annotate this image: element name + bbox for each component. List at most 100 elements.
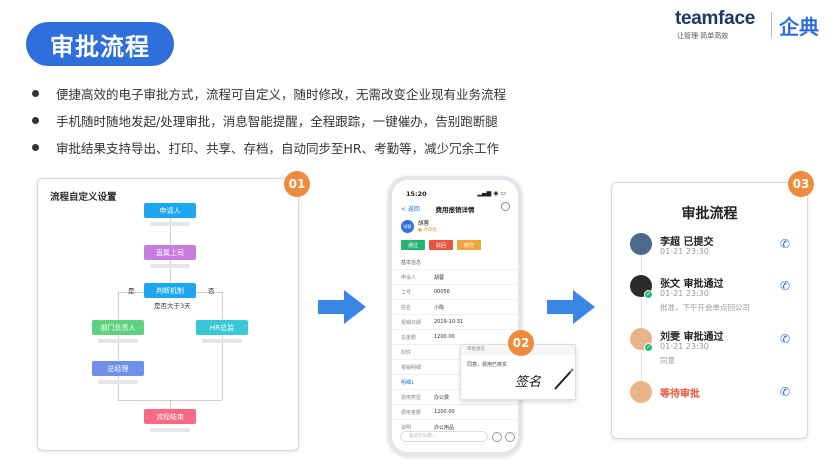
avatar <box>630 233 652 255</box>
phone-icon[interactable]: ✆ <box>780 279 791 293</box>
flow-node-end[interactable]: 流程结束 <box>144 409 196 424</box>
step-name: 李超 已提交 <box>660 237 714 248</box>
feature-text: 便捷高效的电子审批方式，流程可自定义，随时修改，无需改变企业现有业务流程 <box>56 87 507 102</box>
flow-node-manager[interactable]: 直属上司 <box>144 245 196 260</box>
flow-node-decision[interactable]: 判断机制 <box>144 283 196 298</box>
step-time: 01-21 23:30 <box>660 342 709 351</box>
more-icon[interactable] <box>501 202 510 211</box>
brand-logo: teamface 让管理·简单高效 企典 <box>675 8 830 42</box>
signature-comment: 同意，费用已核实 <box>467 362 508 368</box>
feature-text: 审批结果支持导出、打印、共享、存档，自动同步至HR、考勤等，减少冗余工作 <box>56 141 500 156</box>
detail-row: 申请人胡蓉 <box>392 269 518 284</box>
timeline-title: 审批流程 <box>681 206 738 222</box>
bullet-dot-icon <box>32 144 39 151</box>
timeline-step: ✓ 刘雯 审批通过 01-21 23:30 同意 ✆ <box>630 328 800 368</box>
step-badge-01: 01 <box>284 171 310 197</box>
flow-condition-label: 是否大于3天 <box>154 302 191 310</box>
placeholder-bar <box>150 264 190 268</box>
flow-connector <box>118 292 119 320</box>
reject-button[interactable]: 驳回 <box>429 240 453 250</box>
step-name-pending: 等待审批 <box>660 389 700 400</box>
flow-node-dept-head[interactable]: 部门负责人 <box>92 320 144 335</box>
timeline-step: ✓ 张文 审批通过 01-21 23:30 批准，下午开会单点回公司 ✆ <box>630 275 800 315</box>
phone-mockup: 15:20 ▂▄▆ ◉ ▭ < 返回 费用报销详情 胡蓉 胡蓉 ● 待审批 通过… <box>388 176 522 456</box>
arrow-right-icon <box>547 290 595 324</box>
feature-text: 手机随时随地发起/处理审批，消息智能提醒，全程跟踪，一键催办，告别跑断腿 <box>56 114 498 129</box>
section-title: 基本信息 <box>401 260 422 266</box>
timeline-line <box>641 255 642 387</box>
bullet-dot-icon <box>32 117 39 124</box>
bullet-dot-icon <box>32 90 39 97</box>
flow-connector <box>222 292 223 320</box>
flow-node-gm[interactable]: 总经理 <box>92 361 144 376</box>
feature-list: 便捷高效的电子审批方式，流程可自定义，随时修改，无需改变企业现有业务流程 手机随… <box>32 80 506 161</box>
phone-icon[interactable]: ✆ <box>780 332 791 346</box>
flow-connector <box>222 335 223 400</box>
step-note: 同意 <box>660 356 675 365</box>
step-time: 01-21 23:30 <box>660 247 709 256</box>
approved-check-icon: ✓ <box>644 343 653 352</box>
flow-connector <box>170 260 171 285</box>
step-name: 张文 审批通过 <box>660 279 724 290</box>
phone-title: 费用报销详情 <box>435 206 475 214</box>
signature-scribble: 签名 <box>515 375 542 390</box>
logo-text-cn: 企典 <box>779 15 819 39</box>
flow-yes-label: 是 <box>128 287 135 295</box>
flow-node-hr[interactable]: HR总监 <box>196 320 248 335</box>
step-badge-03: 03 <box>788 171 814 197</box>
detail-row: 附件 <box>392 344 518 359</box>
applicant-name: 胡蓉 <box>418 221 430 227</box>
flow-designer-card: 流程自定义设置 申请人 直属上司 判断机制 是否大于3天 是 否 部门负责人 H… <box>37 178 299 451</box>
detail-row: 报销明细 <box>392 359 518 374</box>
detail-row: 明细1 <box>392 374 518 389</box>
logo-tagline: 让管理·简单高效 <box>677 32 729 40</box>
back-button[interactable]: < 返回 <box>401 206 420 213</box>
timeline-step: 等待审批 ✆ <box>630 381 800 405</box>
feature-item: 审批结果支持导出、打印、共享、存档，自动同步至HR、考勤等，减少冗余工作 <box>32 134 506 161</box>
step-name: 刘雯 审批通过 <box>660 332 724 343</box>
flow-no-label: 否 <box>208 287 215 295</box>
approved-check-icon: ✓ <box>644 290 653 299</box>
status-signal-icon: ▂▄▆ ◉ ▭ <box>477 190 506 197</box>
phone-icon[interactable]: ✆ <box>780 385 791 399</box>
flow-connector <box>118 376 119 400</box>
page-title: 审批流程 <box>26 22 174 66</box>
detail-row: 费用类型办公费 <box>392 389 518 404</box>
timeline-step: 李超 已提交 01-21 23:30 ✆ <box>630 233 800 263</box>
arrow-right-icon <box>318 290 366 324</box>
detail-row: 说明办公用品 <box>392 419 518 434</box>
feature-item: 手机随时随地发起/处理审批，消息智能提醒，全程跟踪，一键催办，告别跑断腿 <box>32 107 506 134</box>
pen-icon <box>554 368 574 390</box>
flow-connector <box>170 218 171 245</box>
placeholder-bar <box>202 339 242 343</box>
transfer-button[interactable]: 转交 <box>457 240 481 250</box>
status-time: 15:20 <box>406 190 427 198</box>
step-note: 批准，下午开会单点回公司 <box>660 303 750 312</box>
flow-connector <box>170 400 171 409</box>
comment-input[interactable]: 说点什么吧... <box>400 431 488 442</box>
flow-connector <box>118 335 119 361</box>
logo-text-en: teamface <box>675 8 755 29</box>
emoji-icon[interactable] <box>492 432 502 442</box>
placeholder-bar <box>98 380 138 384</box>
avatar <box>630 381 652 403</box>
status-badge: ● 待审批 <box>418 228 437 233</box>
placeholder-bar <box>150 222 190 226</box>
flow-title: 流程自定义设置 <box>50 192 117 203</box>
flow-node-applicant[interactable]: 申请人 <box>144 203 196 218</box>
step-time: 01-21 23:30 <box>660 289 709 298</box>
avatar: 胡蓉 <box>401 220 414 233</box>
approve-button[interactable]: 通过 <box>401 240 425 250</box>
feature-item: 便捷高效的电子审批方式，流程可自定义，随时修改，无需改变企业现有业务流程 <box>32 80 506 107</box>
placeholder-bar <box>98 339 138 343</box>
add-icon[interactable] <box>505 432 515 442</box>
approval-timeline-card: 审批流程 李超 已提交 01-21 23:30 ✆ ✓ 张文 审批通过 01-2… <box>611 182 808 439</box>
phone-icon[interactable]: ✆ <box>780 237 791 251</box>
placeholder-bar <box>150 428 190 432</box>
detail-row: 姓名小陈 <box>392 299 518 314</box>
step-badge-02: 02 <box>508 330 534 356</box>
